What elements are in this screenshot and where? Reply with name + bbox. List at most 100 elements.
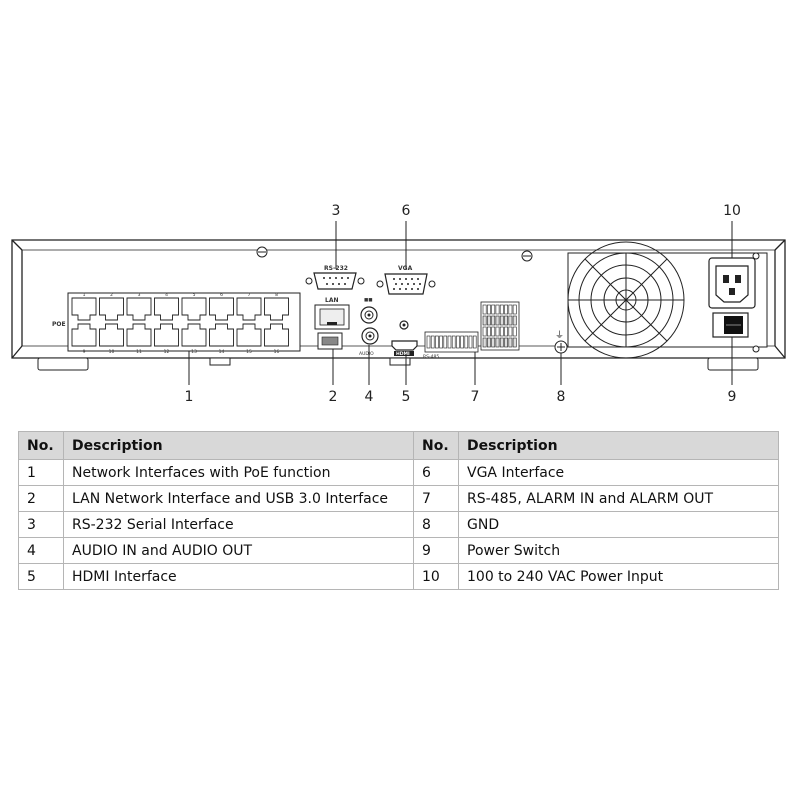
terminal-pin — [482, 326, 487, 337]
terminal-pin — [491, 304, 496, 315]
callout-1: 1 — [185, 389, 194, 405]
audio-in-mark: ■■ — [364, 298, 373, 303]
terminal-pin — [460, 335, 464, 349]
terminal-pin — [512, 304, 517, 315]
vga-label: VGA — [398, 265, 413, 272]
header-description: Description — [63, 431, 414, 460]
rj45-ports — [71, 297, 289, 347]
terminal-pin — [472, 335, 477, 349]
port-number-label: 11 — [136, 349, 142, 355]
terminal-pin — [468, 335, 473, 349]
terminal-pin — [426, 335, 431, 349]
terminal-pin — [512, 326, 517, 337]
power-supply-section — [567, 241, 768, 359]
callout-leaders — [188, 221, 733, 385]
hdmi-port: HDMI — [391, 320, 418, 357]
terminal-pin — [504, 304, 509, 315]
terminal-pin — [486, 326, 491, 337]
rj45-port — [181, 297, 207, 321]
terminal-pin — [447, 335, 452, 349]
cell-description: Power Switch — [458, 537, 779, 564]
rj45-port — [264, 323, 289, 347]
power-switch-icon — [712, 312, 749, 338]
cell-no: 8 — [413, 511, 459, 538]
rj45-port — [71, 297, 97, 321]
terminal-pin — [495, 315, 500, 326]
table-row: 1 Network Interfaces with PoE function 6… — [18, 459, 779, 486]
port-number-label: 16 — [274, 349, 280, 355]
cell-no: 5 — [18, 563, 64, 590]
terminal-pin — [495, 337, 500, 348]
rj45-port — [71, 323, 97, 347]
port-number-label: 7 — [248, 292, 251, 298]
callout-8: 8 — [557, 389, 566, 405]
rj45-port — [99, 297, 124, 321]
terminal-pin — [486, 315, 491, 326]
table-row: 4 AUDIO IN and AUDIO OUT 9 Power Switch — [18, 537, 779, 564]
cell-no: 7 — [413, 485, 459, 512]
cell-no: 2 — [18, 485, 64, 512]
fan-icon — [567, 241, 685, 359]
cell-description: RS-485, ALARM IN and ALARM OUT — [458, 485, 779, 512]
terminal-pin — [504, 326, 509, 337]
callout-6: 6 — [402, 203, 411, 219]
callout-7: 7 — [471, 389, 480, 405]
port-number-label: 12 — [164, 349, 170, 355]
rj45-port — [209, 297, 234, 321]
table-row: 3 RS-232 Serial Interface 8 GND — [18, 511, 779, 538]
cell-description: LAN Network Interface and USB 3.0 Interf… — [63, 485, 414, 512]
callout-4: 4 — [365, 389, 374, 405]
terminal-pin — [504, 337, 509, 348]
terminal-pin — [435, 335, 439, 349]
port-number-label: 14 — [219, 349, 225, 355]
terminal-pin — [482, 304, 487, 315]
terminal-pin — [486, 304, 491, 315]
terminal-pin — [508, 337, 513, 348]
callout-2: 2 — [329, 389, 338, 405]
port-number-label: 15 — [246, 349, 252, 355]
rj45-port — [154, 323, 179, 347]
cell-no: 1 — [18, 459, 64, 486]
terminal-pin — [464, 335, 469, 349]
rj45-port — [236, 297, 262, 321]
hdmi-label: HDMI — [396, 351, 410, 357]
terminal-pin — [499, 304, 504, 315]
cell-no: 3 — [18, 511, 64, 538]
vga-connector: VGA — [376, 265, 436, 295]
audio-jacks: ■■ AUDIO — [359, 298, 379, 357]
rj45-port — [154, 297, 179, 321]
cell-no: 10 — [413, 563, 459, 590]
cell-no: 6 — [413, 459, 459, 486]
cell-description: HDMI Interface — [63, 563, 414, 590]
rj45-port — [209, 323, 234, 347]
cell-description: Network Interfaces with PoE function — [63, 459, 414, 486]
rj45-port — [126, 323, 152, 347]
terminal-pin — [443, 335, 448, 349]
terminal-pin — [512, 337, 517, 348]
terminal-pin — [482, 337, 487, 348]
rj45-port — [181, 323, 207, 347]
terminal-pin — [486, 337, 491, 348]
cell-description: 100 to 240 VAC Power Input — [458, 563, 779, 590]
rs485-label: RS-485 — [423, 354, 439, 360]
port-number-label: 4 — [165, 292, 168, 298]
port-number-label: 5 — [193, 292, 196, 298]
terminal-pin — [512, 315, 517, 326]
chassis-feet — [37, 357, 759, 371]
terminal-pin — [482, 315, 487, 326]
rj45-port — [99, 323, 124, 347]
terminal-pin — [499, 315, 504, 326]
audio-label: AUDIO — [359, 351, 374, 357]
terminal-pin — [508, 326, 513, 337]
port-number-label: 6 — [220, 292, 223, 298]
port-number-label: 8 — [275, 292, 278, 298]
lan-label: LAN — [325, 297, 339, 304]
terminal-pin — [439, 335, 443, 349]
interface-description-table: No. Description No. Description 1 Networ… — [18, 431, 779, 590]
terminal-pin — [504, 315, 509, 326]
rj45-port — [126, 297, 152, 321]
port-number-label: 10 — [109, 349, 115, 355]
terminal-pin — [451, 335, 456, 349]
terminal-pins — [426, 335, 477, 349]
